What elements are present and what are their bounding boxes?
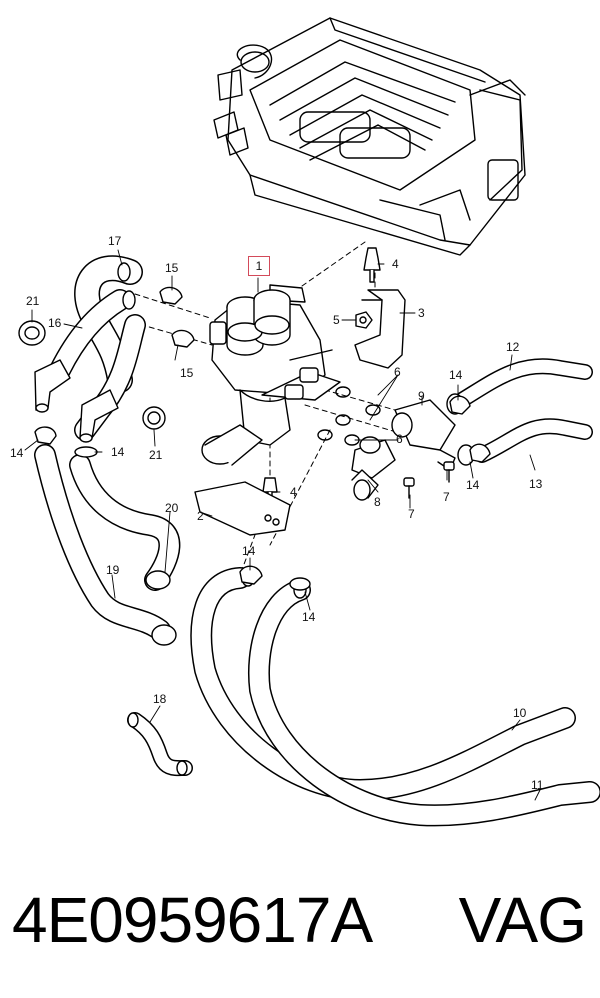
- callout-17: 17: [108, 234, 122, 248]
- exploded-parts-diagram: [18, 17, 600, 827]
- elbow-fitting-left: [34, 359, 71, 413]
- callout-7-left: 7: [408, 507, 415, 521]
- coolant-valve-unit: [201, 284, 341, 466]
- callout-4-lower: 4: [290, 485, 297, 499]
- callout-15-upper: 15: [165, 261, 179, 275]
- callout-9: 9: [418, 389, 425, 403]
- callout-14-right-lower: 14: [466, 478, 480, 492]
- clamp-14f: [469, 443, 491, 463]
- clamp-15b: [171, 329, 195, 348]
- mounting-bracket: [354, 289, 406, 369]
- clamp-14e: [449, 395, 471, 415]
- callout-15-lower: 15: [180, 366, 194, 380]
- hvac-housing: [213, 17, 526, 256]
- callout-10: 10: [513, 706, 527, 720]
- screw-7a: [443, 461, 455, 483]
- seal-21-upper: [18, 320, 46, 346]
- clamp-14a: [34, 426, 57, 445]
- callout-14-far-left: 14: [10, 446, 24, 460]
- callout-12: 12: [506, 340, 520, 354]
- callout-19: 19: [106, 563, 120, 577]
- callout-14-center-lower: 14: [302, 610, 316, 624]
- brand-name: VAG: [458, 884, 587, 956]
- callout-4-upper: 4: [392, 257, 399, 271]
- callout-14-center: 14: [242, 544, 256, 558]
- callout-2: 2: [197, 509, 204, 523]
- callout-6-lower: 6: [396, 432, 403, 446]
- callout-16: 16: [48, 316, 62, 330]
- o-rings: [317, 386, 381, 446]
- footer: 4E0959617A VAG: [0, 880, 600, 960]
- seal-21-lower: [142, 406, 166, 430]
- callout-6-upper: 6: [394, 365, 401, 379]
- clamp-15a: [159, 286, 183, 305]
- screw-7b: [403, 477, 415, 499]
- clamp-14c: [239, 565, 263, 585]
- callout-20: 20: [165, 501, 179, 515]
- part-number: 4E0959617A: [12, 884, 373, 956]
- callout-3: 3: [418, 306, 425, 320]
- callout-13: 13: [529, 477, 543, 491]
- callout-5: 5: [333, 313, 340, 327]
- nut-5: [355, 311, 373, 329]
- callout-7-right: 7: [443, 490, 450, 504]
- callout-18: 18: [153, 692, 167, 706]
- clamp-14b: [74, 446, 98, 458]
- callout-21-lower: 21: [149, 448, 163, 462]
- elbow-fitting-center: [79, 389, 119, 443]
- callout-1: 1: [248, 256, 270, 276]
- temp-sensor-top: [363, 247, 381, 283]
- callout-14-right-upper: 14: [449, 368, 463, 382]
- callout-8: 8: [374, 495, 381, 509]
- callout-21-upper: 21: [26, 294, 40, 308]
- clamp-14d: [289, 577, 311, 591]
- callout-14-left: 14: [111, 445, 125, 459]
- callout-11: 11: [531, 778, 544, 792]
